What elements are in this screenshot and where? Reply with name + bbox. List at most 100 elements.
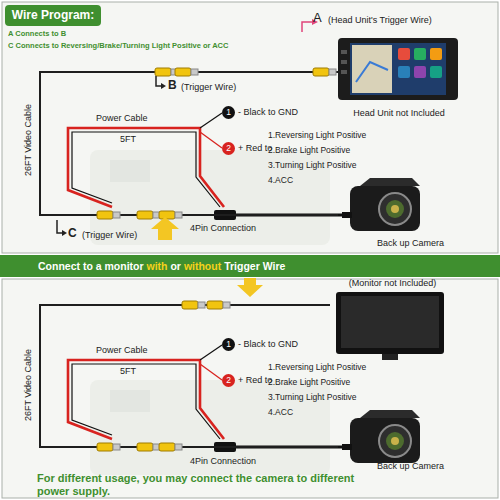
program-note: A Connects to B (8, 30, 66, 39)
camera-box: Back up Camera (338, 172, 444, 248)
trigger-pointer (62, 230, 67, 236)
monitor-illustration (336, 292, 444, 354)
callout-number: 2 (222, 142, 235, 155)
band-word: without (184, 260, 221, 272)
top-panel (2, 2, 498, 253)
node-text: Connect to a monitor with or without Tri… (38, 260, 285, 272)
wire-letter: C (68, 227, 77, 241)
power-option: 2.Brake Light Positive (268, 378, 350, 388)
wire-note: (Head Unit's Trigger Wire) (328, 15, 432, 25)
band-word: monitor (105, 260, 144, 272)
rca-connector (137, 211, 160, 219)
band-word (80, 260, 83, 272)
wire-note: (Trigger Wire) (82, 230, 137, 240)
node-text: Wire Program: (12, 9, 95, 23)
background-vehicle (110, 390, 150, 412)
program-note: C Connects to Reversing/Brake/Turning Li… (8, 42, 228, 51)
head-unit-illustration (338, 38, 458, 100)
node-text: Back up Camera (377, 238, 444, 248)
node-text: (Monitor not Included) (349, 278, 437, 288)
camera-box: Back up Camera (338, 405, 444, 471)
highlight-arrow (237, 278, 263, 297)
bottom-panel (2, 279, 498, 498)
band-word (93, 260, 96, 272)
band-word: Trigger (224, 260, 260, 272)
wire-letter: A (313, 11, 322, 26)
rca-connector (313, 68, 336, 76)
node-text: Head Unit not Included (353, 108, 445, 118)
band-word: a (96, 260, 102, 272)
head-unit-box: Head Unit not Included (338, 38, 460, 118)
wire-instruction: + Red to (238, 375, 272, 385)
screen-icon (430, 66, 442, 78)
screen-icon (398, 48, 410, 60)
cable-label: 26FT Video Cable (23, 104, 33, 176)
node-text: Back up Camera (377, 461, 444, 471)
connector-name: 4Pin Connection (190, 456, 256, 466)
cable-length: 5FT (120, 134, 136, 144)
wire-letter: B (168, 79, 177, 93)
head-unit-button (341, 60, 347, 64)
power-option: 1.Reversing Light Positive (268, 363, 366, 373)
camera-illustration (342, 178, 420, 231)
band-word (102, 260, 105, 272)
band-word (221, 260, 224, 272)
footer-note: For different usage, you may connect the… (37, 472, 367, 497)
video-cable (40, 72, 338, 215)
rca-connector (137, 443, 160, 451)
callout-number: 1 (222, 338, 235, 351)
rca-connector (97, 211, 120, 219)
wire-instruction: - Black to GND (238, 339, 298, 349)
section-band: Connect to a monitor with or without Tri… (0, 255, 500, 277)
monitor-box: (Monitor not Included) (330, 278, 455, 370)
monitor-stand (382, 354, 398, 360)
callout-number: 2 (222, 374, 235, 387)
band-word (260, 260, 263, 272)
rca-connector (182, 301, 205, 309)
screen-icon (430, 48, 442, 60)
rca-connector (159, 443, 182, 451)
wire-program-badge: Wire Program: (5, 5, 101, 26)
power-option: 4.ACC (268, 176, 293, 186)
wire-note: (Trigger Wire) (181, 82, 236, 92)
power-option: 2.Brake Light Positive (268, 146, 350, 156)
trigger-pointer (57, 220, 62, 233)
camera-illustration (342, 410, 420, 463)
band-word (144, 260, 147, 272)
rca-connector (159, 211, 182, 219)
band-word (168, 260, 171, 272)
trigger-pointer (156, 76, 161, 86)
connector-name: 4Pin Connection (190, 223, 256, 233)
band-word: with (147, 260, 168, 272)
power-option: 1.Reversing Light Positive (268, 131, 366, 141)
band-word: to (83, 260, 93, 272)
monitor-screen (341, 296, 439, 348)
power-option: 3.Turning Light Positive (268, 161, 357, 171)
head-unit-button (341, 70, 347, 74)
cable-name: Power Cable (96, 345, 148, 355)
wire-instruction: + Red to (238, 143, 272, 153)
trigger-pointer (302, 22, 312, 32)
rca-connector (207, 301, 230, 309)
video-cable (40, 305, 338, 447)
rca-connector (97, 443, 120, 451)
wire-instruction: - Black to GND (238, 107, 298, 117)
band-word (181, 260, 184, 272)
cable-length: 5FT (120, 366, 136, 376)
screen-map (352, 45, 392, 93)
power-option: 4.ACC (268, 408, 293, 418)
band-word: or (170, 260, 181, 272)
screen-icon (414, 66, 426, 78)
cable-label: 26FT Video Cable (23, 349, 33, 421)
rca-connector (175, 68, 198, 76)
background-vehicle (110, 160, 150, 182)
band-word: Wire (263, 260, 286, 272)
trigger-pointer (161, 83, 166, 89)
power-option: 3.Turning Light Positive (268, 393, 357, 403)
screen-icon (398, 66, 410, 78)
head-unit-screen (350, 43, 446, 95)
